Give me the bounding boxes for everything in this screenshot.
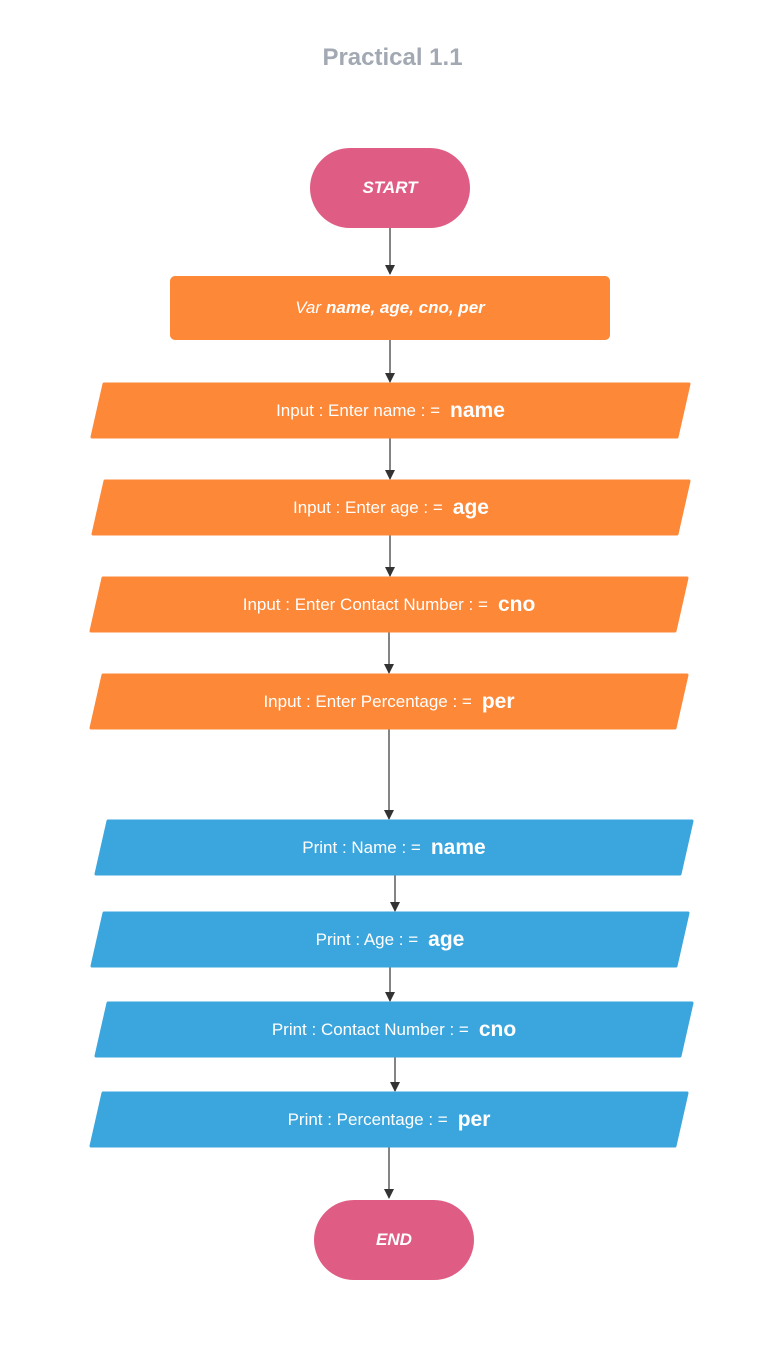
print-per-node: Print : Percentage : = per	[91, 1093, 687, 1146]
input-name-var: name	[450, 398, 505, 422]
input-per-shape	[89, 673, 689, 730]
end-terminal-shape	[314, 1200, 474, 1280]
start-label: START	[362, 178, 418, 197]
input-cno-node: Input : Enter Contact Number : = cno	[91, 578, 687, 631]
input-per-text: Input : Enter Percentage : =	[263, 691, 472, 711]
input-per-node: Input : Enter Percentage : = per	[91, 675, 687, 728]
print-cno-node: Print : Contact Number : = cno	[96, 1003, 692, 1056]
print-age-shape	[90, 911, 690, 968]
declare-prefix: Var	[295, 298, 322, 317]
input-name-shape	[90, 382, 691, 439]
input-age-node: Input : Enter age : = age	[93, 481, 689, 534]
input-age-text: Input : Enter age : =	[293, 497, 443, 517]
print-name-text: Print : Name : =	[302, 837, 421, 857]
print-age-node: Print : Age : = age	[92, 913, 688, 966]
print-cno-var: cno	[478, 1017, 517, 1041]
input-name-node: Input : Enter name : = name	[92, 384, 689, 437]
end-terminal: END	[314, 1200, 474, 1280]
connectors	[384, 228, 400, 1199]
print-name-node: Print : Name : = name	[96, 821, 692, 874]
print-per-var: per	[457, 1107, 491, 1131]
input-cno-var: cno	[497, 592, 536, 616]
declare-process-shape	[170, 276, 610, 340]
input-name-text: Input : Enter name : =	[276, 400, 441, 420]
print-per-shape	[89, 1091, 689, 1148]
print-per-text: Print : Percentage : =	[287, 1109, 448, 1129]
input-per-var: per	[481, 689, 515, 713]
start-terminal: START	[310, 148, 470, 228]
input-age-shape	[91, 479, 691, 536]
input-cno-shape	[89, 576, 689, 633]
diagram-title: Practical 1.1	[322, 44, 463, 71]
print-age-var: age	[428, 927, 465, 951]
print-cno-shape	[94, 1001, 694, 1058]
start-terminal-shape	[310, 148, 470, 228]
print-age-text: Print : Age : =	[315, 929, 419, 949]
input-cno-text: Input : Enter Contact Number : =	[242, 594, 488, 614]
declare-vars: name, age, cno, per	[326, 298, 485, 317]
print-name-shape	[94, 819, 694, 876]
input-age-var: age	[452, 495, 489, 519]
end-label: END	[376, 1230, 412, 1249]
print-cno-text: Print : Contact Number : =	[271, 1019, 469, 1039]
print-name-var: name	[430, 835, 486, 859]
